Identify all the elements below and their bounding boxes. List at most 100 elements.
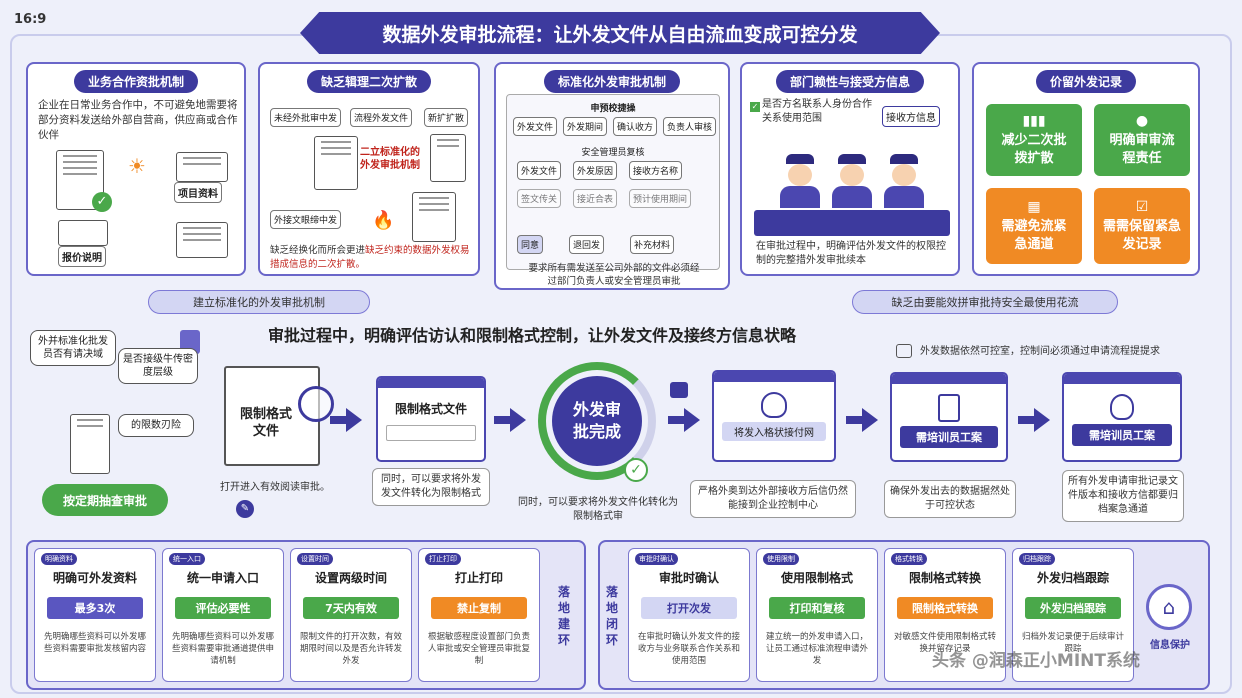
window-note: 同时，可以要求将外发发文件转化为限制格式 [372,468,490,506]
step-card: 格式转换 限制格式转换 限制格式转换 对敏感文件使用限制格式转换并留存记录 [884,548,1006,682]
side-note: 外发数据依然可控室，控制间必须通过申请流程提提求 [920,346,1160,357]
check-icon: ✓ [92,192,112,212]
aspect-label: 16:9 [14,12,47,27]
step-button[interactable]: 7天内有效 [303,597,399,619]
check-icon: ✓ [750,102,760,112]
lock-icon [670,382,688,398]
archive-window: 需培训员工案 [1062,372,1182,462]
scheduled-check-button[interactable]: 按定期抽查审批 [42,484,168,516]
officer-icon [830,154,874,208]
flow-arrow [846,416,864,424]
benefit-tile: ▮▮▮ 减少二次批拨扩散 [986,104,1082,176]
flow-pill: 新扩扩散 [424,108,469,127]
approval-complete-circle: 外发审批完成 [552,376,642,466]
red-warning-label: 二立标准化的外发审批机制 [360,147,420,171]
step-card: 审批时确认 审批时确认 打开次发 在审批时确认外发文件的接收方与业务联系合作关系… [628,548,750,682]
flow-arrow [1018,416,1036,424]
document-icon [938,394,960,422]
card-text: 在审批过程中，明确评估外发文件的权限控制的完整措外发审批续本 [756,241,946,266]
flow-pill: 流程外发文件 [350,108,413,127]
card-title: 业务合作资批机制 [73,70,199,93]
officer-icon [778,154,822,208]
desk [754,210,950,236]
document-icon [430,134,466,182]
restricted-format-window: 限制格式文件 [376,376,486,462]
step-button[interactable]: 最多3次 [47,597,143,619]
watermark: 头条 @润森正小MINT系统 [932,651,1140,671]
card-retain-records: 价留外发记录 ▮▮▮ 减少二次批拨扩散 ● 明确审审流程责任 ▦ 需避免流紧急通… [972,62,1200,276]
step-card: 打止打印 打止打印 禁止复制 根据敏感程度设置部门负责人审批或安全管理员审批复制 [418,548,540,682]
card-text: 企业在日常业务合作中，不可避免地需要将部分资料发送给外部自营商，供应商或合作伙伴 [38,99,238,141]
user-icon: ● [1135,113,1149,129]
window-label: 限制格式文件 [394,402,467,416]
approval-form-panel: 申预校捷操 外发文件 外发期间 确认收方 负责人审核 安全管理员复核 外发文件 … [506,94,720,270]
shield-icon [761,392,787,418]
flow-arrow [684,408,700,432]
pen-icon: ✎ [236,500,254,518]
card-title: 缺乏辑理二次扩散 [306,70,432,93]
shield-icon [1110,394,1134,420]
step-button[interactable]: 评估必要性 [175,597,271,619]
flow-arrow [494,416,512,424]
chart-icon: ▮▮▮ [1022,113,1046,129]
middle-heading: 审批过程中，明确评估访认和限制格式控制，让外发文件及接终方信息状略 [268,326,797,345]
step-card: 归档跟踪 外发归档跟踪 外发归档跟踪 归档外发记录便于后续审计跟踪 [1012,548,1134,682]
magnifier-icon [298,386,334,422]
card-secondary-spread: 缺乏辑理二次扩散 未经外批审中发 流程外发文件 新扩扩散 二立标准化的外发审批机… [258,62,480,276]
form-row-2: 外发文件 外发原因 接收方名称 [517,161,683,180]
card-title: 标准化外发审批机制 [543,70,681,93]
supplement-button[interactable]: 补充材料 [630,235,675,254]
card-text: 要求所有需发送至公司外部的文件必须经过部门负责人或安全管理员审批 [528,263,700,287]
flow-arrow [346,408,362,432]
card-title: 价留外发记录 [1035,70,1137,93]
document-stack-icon [412,192,456,242]
phone-device-icon [70,414,110,474]
restricted-doc-label: 限制格式文件 [239,407,292,439]
benefit-tile: ☑ 需需保留紧急发记录 [1094,188,1190,264]
officer-icon [882,154,926,208]
step-button[interactable]: 打开次发 [641,597,737,619]
step-card: 明确资料 明确可外发资料 最多3次 先明确哪些资料可以外发哪些资料需要审批发核留… [34,548,156,682]
project-label: 项目资料 [174,182,222,203]
form-subheader: 安全管理员复核 [581,148,645,158]
question-bubble: 是否接级牛传密度层级 [118,348,198,384]
step-button[interactable]: 打印和复核 [769,597,865,619]
lock-icon [896,344,912,358]
step-button[interactable]: 限制格式转换 [897,597,993,619]
form-row-1: 外发文件 外发期间 确认收方 负责人审核 [513,117,717,136]
check-icon: ☑ [1135,199,1149,215]
flow-arrow [510,408,526,432]
end-label: 信息保护 [1150,640,1190,651]
step-button[interactable]: 外发归档跟踪 [1025,597,1121,619]
window-label: 将发入格状接付网 [722,422,826,441]
approve-button[interactable]: 同意 [517,235,544,254]
sun-icon: ☀ [128,154,146,178]
training-window: 需培训员工案 [890,372,1008,462]
document-icon [314,136,358,190]
receiver-info-pill: 接收方信息 [882,106,940,127]
window-label: 需培训员工案 [900,426,998,448]
form-icon [176,222,228,258]
circle-note: 同时，可以要求将外发文件化转化为限制格式审 [518,497,678,522]
check-circle-icon: ✓ [624,458,648,482]
card-title: 部门赖性与接受方信息 [775,70,925,93]
card-standard-approval: 标准化外发审批机制 申预校捷操 外发文件 外发期间 确认收方 负责人审核 安全管… [494,62,730,290]
return-button[interactable]: 退回发 [569,235,605,254]
page-title: 数据外发审批流程：让外发文件从自由流血变成可控分发 [300,12,940,54]
step-button[interactable]: 禁止复制 [431,597,527,619]
receiver-window: 将发入格状接付网 [712,370,836,462]
question-bubble: 外并标准化批发员否有请决域 [30,330,116,366]
window-note: 严格外奥到达外部接收方后信仍然能接到企业控制中心 [690,480,856,518]
card-department-info: 部门赖性与接受方信息 ✓ 是否方名联系人身份合作关系使用范围 接收方信息 在审批… [740,62,960,276]
form-header: 申预校捷操 [590,104,636,114]
magnify-note: 打开进入有效阅读审批。 [220,482,330,493]
benefit-tile: ▦ 需避免流紧急通道 [986,188,1082,264]
left-panel-label: 落地建环 [557,585,570,647]
approval-cycle-ring [538,362,656,480]
step-card: 统一入口 统一申请入口 评估必要性 先明确哪些资料可以外发哪些资料需要审批通道提… [162,548,284,682]
end-shield-icon: ⌂ [1146,584,1192,630]
project-folder-icon [176,152,228,182]
quote-label: 报价说明 [58,246,106,267]
fire-icon: 🔥 [372,210,395,231]
benefit-tile: ● 明确审审流程责任 [1094,104,1190,176]
